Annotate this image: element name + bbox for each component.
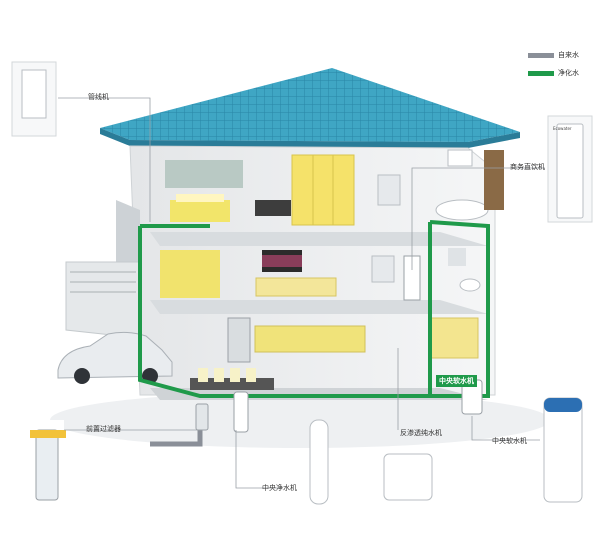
pillow <box>176 194 224 202</box>
dining-chair <box>230 368 240 382</box>
wardrobe <box>291 154 355 226</box>
desk <box>255 200 291 216</box>
water-heater <box>447 149 473 167</box>
floor-slab-1 <box>150 300 488 314</box>
commercial-dispenser-label: 商务直饮机 <box>510 163 545 171</box>
central-purifier-product <box>309 419 329 505</box>
car <box>57 331 173 379</box>
mid-bath-mirror <box>371 255 395 283</box>
car-wheel <box>74 368 90 384</box>
sofa <box>255 277 337 297</box>
dining-chair <box>246 368 256 382</box>
floor-slab-2 <box>150 232 488 246</box>
purifier-tank <box>233 391 249 433</box>
pre-filter-label: 前置过滤器 <box>86 425 121 433</box>
brand-mark: Ecowater <box>553 126 572 131</box>
toilet <box>459 278 481 292</box>
roof-edge <box>100 128 520 148</box>
bath-window <box>448 248 466 266</box>
commercial-dispenser-body <box>556 123 584 219</box>
central-purifier-label: 中央净水机 <box>262 484 297 492</box>
tv-screen <box>262 255 302 267</box>
pipeline-machine-body <box>21 69 47 119</box>
bathtub <box>435 199 489 221</box>
central-softener-house-label: 中央软水机 <box>436 375 477 387</box>
garage-wall <box>65 261 141 339</box>
purified-water-pipe-main <box>138 220 490 398</box>
ro-purifier-product <box>383 453 433 501</box>
bed <box>170 200 230 222</box>
central-softener-cap <box>544 398 582 412</box>
callout-line <box>235 430 280 489</box>
pre-filter-body <box>35 429 59 501</box>
ground-shadow <box>50 392 550 448</box>
pre-filter-unit <box>195 403 209 431</box>
yellow-wall <box>160 250 220 298</box>
laundry-cabinet <box>429 317 479 359</box>
dining-chair <box>198 368 208 382</box>
pre-filter-fitting <box>30 430 66 438</box>
dining-chair <box>214 368 224 382</box>
central-softener-product <box>543 397 583 503</box>
wall-painting <box>165 160 243 188</box>
callout-line <box>411 167 545 270</box>
mirror-cabinet <box>377 174 401 206</box>
fridge <box>227 317 251 363</box>
legend-swatch-tap-water <box>528 52 554 58</box>
kitchen-cabinets <box>254 325 366 353</box>
central-softener-label: 中央软水机 <box>492 437 527 445</box>
roof <box>100 68 520 142</box>
legend-swatch-purified-water <box>528 70 554 76</box>
wood-panel <box>484 150 504 210</box>
legend-label: 自来水 <box>558 51 579 59</box>
pipeline-machine-label: 管线机 <box>88 93 109 101</box>
legend: 自来水 净化水 <box>528 48 579 84</box>
callout-line <box>58 97 151 222</box>
legend-item-tap-water: 自来水 <box>528 48 579 62</box>
ro-purifier-label: 反渗透纯水机 <box>400 429 442 437</box>
callout-line <box>471 416 540 441</box>
legend-item-purified-water: 净化水 <box>528 66 579 80</box>
legend-label: 净化水 <box>558 69 579 77</box>
